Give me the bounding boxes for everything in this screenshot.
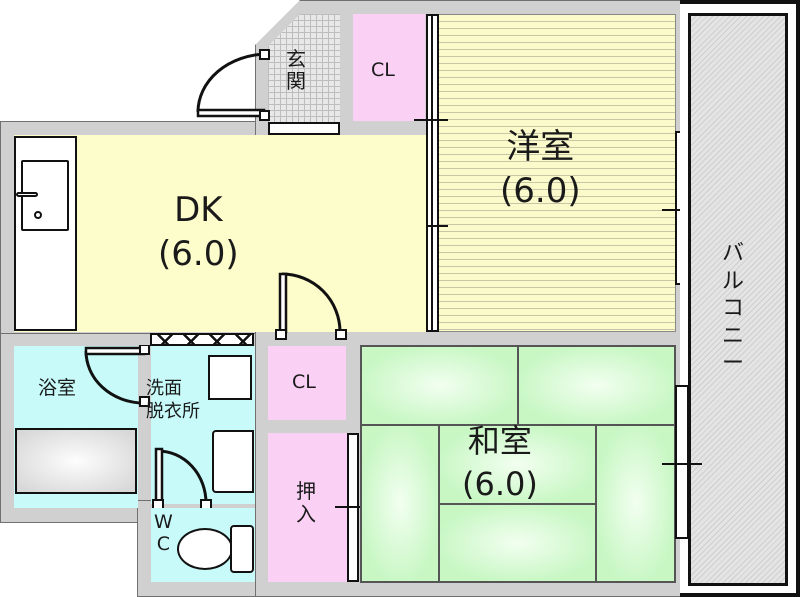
washbasin-icon xyxy=(212,430,254,493)
front-door-icon[interactable] xyxy=(192,48,272,123)
entrance-step xyxy=(268,122,340,135)
washing-machine-icon xyxy=(208,355,252,400)
closet-mid-label: CL xyxy=(292,371,316,393)
entrance-floor xyxy=(268,14,340,122)
western-room-label: 洋室 (6.0) xyxy=(500,127,581,212)
tatami-mat xyxy=(361,425,439,582)
tick-mark xyxy=(414,119,448,121)
tick-mark xyxy=(335,506,371,508)
closet-mid xyxy=(268,346,346,420)
tatami-mat xyxy=(596,425,675,582)
bathtub-icon xyxy=(15,428,137,494)
japanese-room-label: 和室 (6.0) xyxy=(462,422,538,504)
balcony-label: バ ル コ ニ ー xyxy=(722,241,745,376)
tick-mark xyxy=(662,463,702,465)
western-room-floor xyxy=(438,14,676,332)
oshiire-closet xyxy=(268,433,348,582)
tatami-mat xyxy=(439,425,596,504)
tatami-mat xyxy=(518,346,675,425)
toilet-bowl-icon xyxy=(177,528,233,570)
faucet-icon xyxy=(16,192,38,197)
drain-icon xyxy=(34,211,42,219)
toilet-tank-icon xyxy=(230,525,254,573)
oshiire-label: 押 入 xyxy=(296,479,316,526)
closet-top-label: CL xyxy=(371,59,395,81)
closet-top xyxy=(353,14,425,121)
bath-door-icon[interactable] xyxy=(82,345,152,410)
sliding-door-center-line xyxy=(431,14,433,332)
dining-kitchen-floor xyxy=(14,135,426,332)
dining-kitchen-label: DK (6.0) xyxy=(158,190,239,275)
balcony-floor xyxy=(688,13,788,586)
japanese-room-window[interactable] xyxy=(675,385,689,539)
toilet-door-icon[interactable] xyxy=(148,445,214,513)
tick-mark xyxy=(414,225,448,227)
washroom-vent-strip xyxy=(150,333,254,346)
dk-door-icon[interactable] xyxy=(272,270,350,340)
toilet-label: W C xyxy=(154,511,173,555)
entrance-label: 玄 関 xyxy=(286,47,306,93)
tatami-mat xyxy=(439,504,596,582)
bathroom-label: 浴室 xyxy=(38,377,77,399)
tatami-mat xyxy=(361,346,518,425)
washroom-label: 洗面 脱衣所 xyxy=(146,378,200,422)
